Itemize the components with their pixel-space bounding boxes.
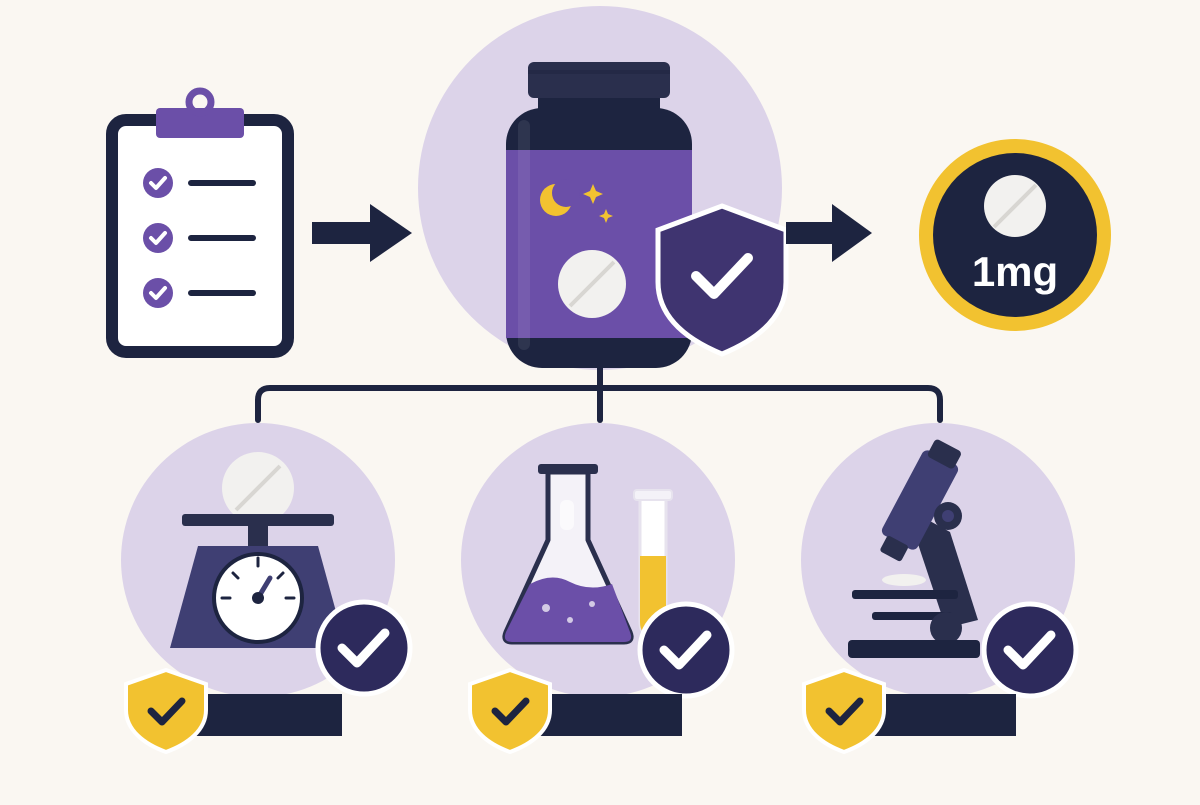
shield-check-icon bbox=[802, 667, 886, 755]
lab-flask-icon bbox=[502, 464, 634, 645]
star-icon bbox=[583, 184, 603, 204]
microscope-icon bbox=[848, 439, 980, 658]
arrow-right-icon bbox=[786, 204, 872, 262]
pill-icon bbox=[558, 250, 626, 318]
pill-icon bbox=[222, 452, 294, 524]
shield-check-icon bbox=[655, 203, 789, 357]
check-badge-icon bbox=[981, 601, 1079, 699]
star-icon bbox=[599, 209, 613, 223]
supplement-bottle-icon bbox=[506, 62, 692, 368]
weighing-scale-icon bbox=[170, 452, 346, 648]
branch-connector bbox=[255, 365, 943, 423]
checklist-row bbox=[143, 278, 256, 308]
single-pill-dose-icon: 1mg bbox=[919, 139, 1111, 331]
dose-label: 1mg bbox=[972, 248, 1058, 295]
clipboard-checklist-icon bbox=[106, 87, 294, 358]
shield-check-icon bbox=[468, 667, 552, 755]
verified-shield-bar bbox=[468, 667, 682, 755]
verified-shield-bar bbox=[802, 667, 1016, 755]
check-badge-icon bbox=[315, 599, 413, 697]
shield-check-icon bbox=[124, 667, 208, 755]
checklist-row bbox=[143, 223, 256, 253]
checklist-row bbox=[143, 168, 256, 198]
check-badge-icon bbox=[637, 601, 735, 699]
crescent-moon-icon bbox=[540, 179, 580, 216]
verified-shield-bar bbox=[124, 667, 342, 755]
arrow-right-icon bbox=[312, 204, 412, 262]
